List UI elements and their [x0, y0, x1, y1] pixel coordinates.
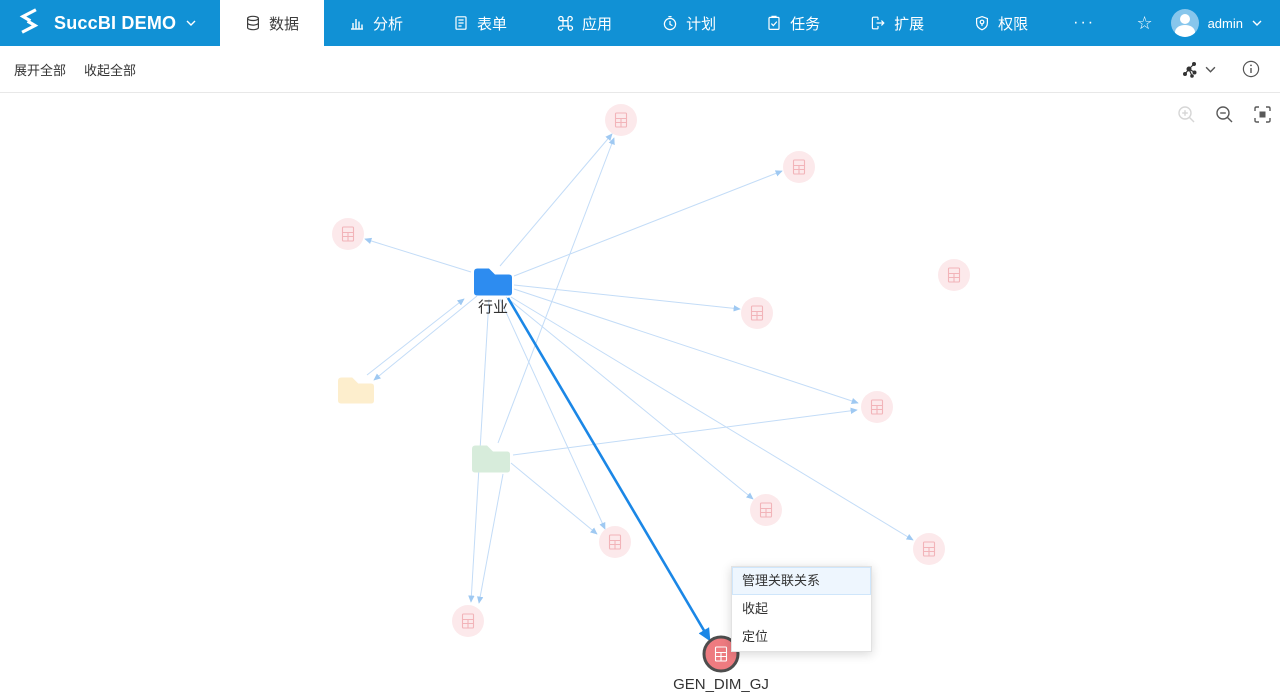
lineage-graph-canvas[interactable]: 行业 GEN_DIM_GJ	[0, 93, 1280, 700]
tab-label: 分析	[373, 15, 404, 33]
favorite-star-icon[interactable]: ☆	[1136, 13, 1153, 33]
info-icon[interactable]	[1242, 60, 1260, 78]
header-right: ☆ admin	[1136, 0, 1280, 46]
tab-plans[interactable]: 计划	[637, 0, 741, 46]
edge	[513, 288, 859, 405]
tab-data[interactable]: 数据	[220, 0, 325, 46]
tab-apps[interactable]: 应用	[532, 0, 637, 46]
app-command-icon	[557, 15, 574, 31]
layout-picker[interactable]	[1181, 60, 1216, 79]
edge	[477, 473, 504, 604]
tab-tasks[interactable]: 任务	[741, 0, 845, 46]
edge	[505, 296, 754, 500]
more-tabs-button[interactable]: ···	[1073, 14, 1096, 31]
edge	[512, 407, 858, 456]
lineage-graph: 行业 GEN_DIM_GJ	[332, 104, 970, 693]
edge	[510, 296, 914, 541]
database-icon	[246, 15, 260, 31]
table-node-table-node-a[interactable]	[605, 104, 637, 136]
shield-permission-icon	[976, 15, 989, 31]
edge	[499, 298, 606, 530]
chevron-down-icon	[1252, 20, 1262, 26]
canvas-zoom-controls	[1177, 105, 1272, 124]
edge	[510, 462, 598, 535]
table-node-table-node-g[interactable]	[750, 494, 782, 526]
edge	[364, 237, 472, 273]
tab-analysis[interactable]: 分析	[324, 0, 428, 46]
folder-node-folder-green[interactable]	[472, 445, 510, 473]
table-file-icon	[947, 267, 961, 283]
zoom-out-icon[interactable]	[1215, 105, 1234, 124]
extension-icon	[871, 16, 885, 30]
table-file-icon	[870, 399, 884, 415]
table-file-icon	[714, 646, 728, 662]
table-node-table-node-d[interactable]	[938, 259, 970, 291]
folder-node-folder-yellow[interactable]	[338, 377, 374, 404]
tab-extensions[interactable]: 扩展	[845, 0, 949, 46]
tab-permissions[interactable]: 权限	[949, 0, 1053, 46]
menu-item-locate[interactable]: 定位	[742, 629, 769, 644]
clipboard-check-icon	[768, 15, 780, 31]
table-file-icon	[614, 112, 628, 128]
edge-primary	[506, 297, 711, 642]
tab-forms[interactable]: 表单	[428, 0, 532, 46]
tab-label: 数据	[269, 15, 300, 33]
table-file-icon	[759, 502, 773, 518]
main-nav-tabs: 数据 分析 表单 应用	[220, 0, 1115, 46]
table-file-icon	[341, 226, 355, 242]
app-title: SuccBI DEMO	[54, 12, 177, 33]
edge	[373, 295, 478, 381]
folder-label: 行业	[478, 299, 508, 316]
app-header: SuccBI DEMO 数据 分析	[0, 0, 1280, 46]
stopwatch-icon	[663, 16, 677, 31]
table-node-table-node-c[interactable]	[332, 218, 364, 250]
table-node-table-node-h[interactable]	[913, 533, 945, 565]
tab-label: 计划	[686, 15, 717, 33]
table-file-icon	[792, 159, 806, 175]
node-label: GEN_DIM_GJ	[673, 676, 769, 693]
user-menu[interactable]: admin	[1170, 9, 1262, 37]
form-icon	[455, 16, 467, 30]
tab-label: 权限	[998, 15, 1029, 33]
expand-all-button[interactable]: 展开全部	[14, 62, 67, 78]
tab-label: 应用	[582, 15, 613, 33]
edge	[497, 137, 615, 444]
table-file-icon	[922, 541, 936, 557]
edge	[513, 170, 783, 277]
graph-layout-icon	[1182, 61, 1197, 78]
tab-label: 任务	[790, 15, 821, 33]
node-context-menu: 管理关联关系 收起 定位	[731, 566, 872, 652]
zoom-in-icon[interactable]	[1177, 105, 1196, 124]
app-brand[interactable]: SuccBI DEMO	[0, 0, 220, 46]
edge	[366, 298, 465, 376]
chevron-down-icon	[1205, 66, 1216, 73]
table-file-icon	[608, 534, 622, 550]
user-name: admin	[1207, 15, 1243, 31]
graph-toolbar: 展开全部 收起全部	[0, 46, 1280, 93]
table-node-table-node-b[interactable]	[783, 151, 815, 183]
table-node-table-node-i[interactable]	[599, 526, 631, 558]
menu-item-manage-relations[interactable]: 管理关联关系	[732, 567, 871, 595]
tab-label: 扩展	[894, 15, 925, 33]
table-node-table-node-f[interactable]	[861, 391, 893, 423]
table-node-table-node-e[interactable]	[741, 297, 773, 329]
table-node-GEN_DIM_GJ[interactable]: GEN_DIM_GJ	[673, 635, 769, 693]
edge	[499, 133, 613, 267]
table-node-table-node-j[interactable]	[452, 605, 484, 637]
bar-chart-icon	[351, 19, 364, 30]
chevron-down-icon	[186, 20, 196, 26]
succbi-logo-icon	[14, 6, 44, 41]
user-avatar	[1170, 9, 1199, 37]
edge	[513, 284, 741, 312]
table-file-icon	[461, 613, 475, 629]
table-file-icon	[750, 305, 764, 321]
tab-label: 表单	[477, 15, 508, 33]
collapse-all-button[interactable]: 收起全部	[84, 62, 137, 78]
folder-node-行业[interactable]: 行业	[474, 268, 512, 317]
menu-item-collapse[interactable]: 收起	[742, 601, 769, 616]
fit-screen-icon[interactable]	[1253, 105, 1272, 124]
